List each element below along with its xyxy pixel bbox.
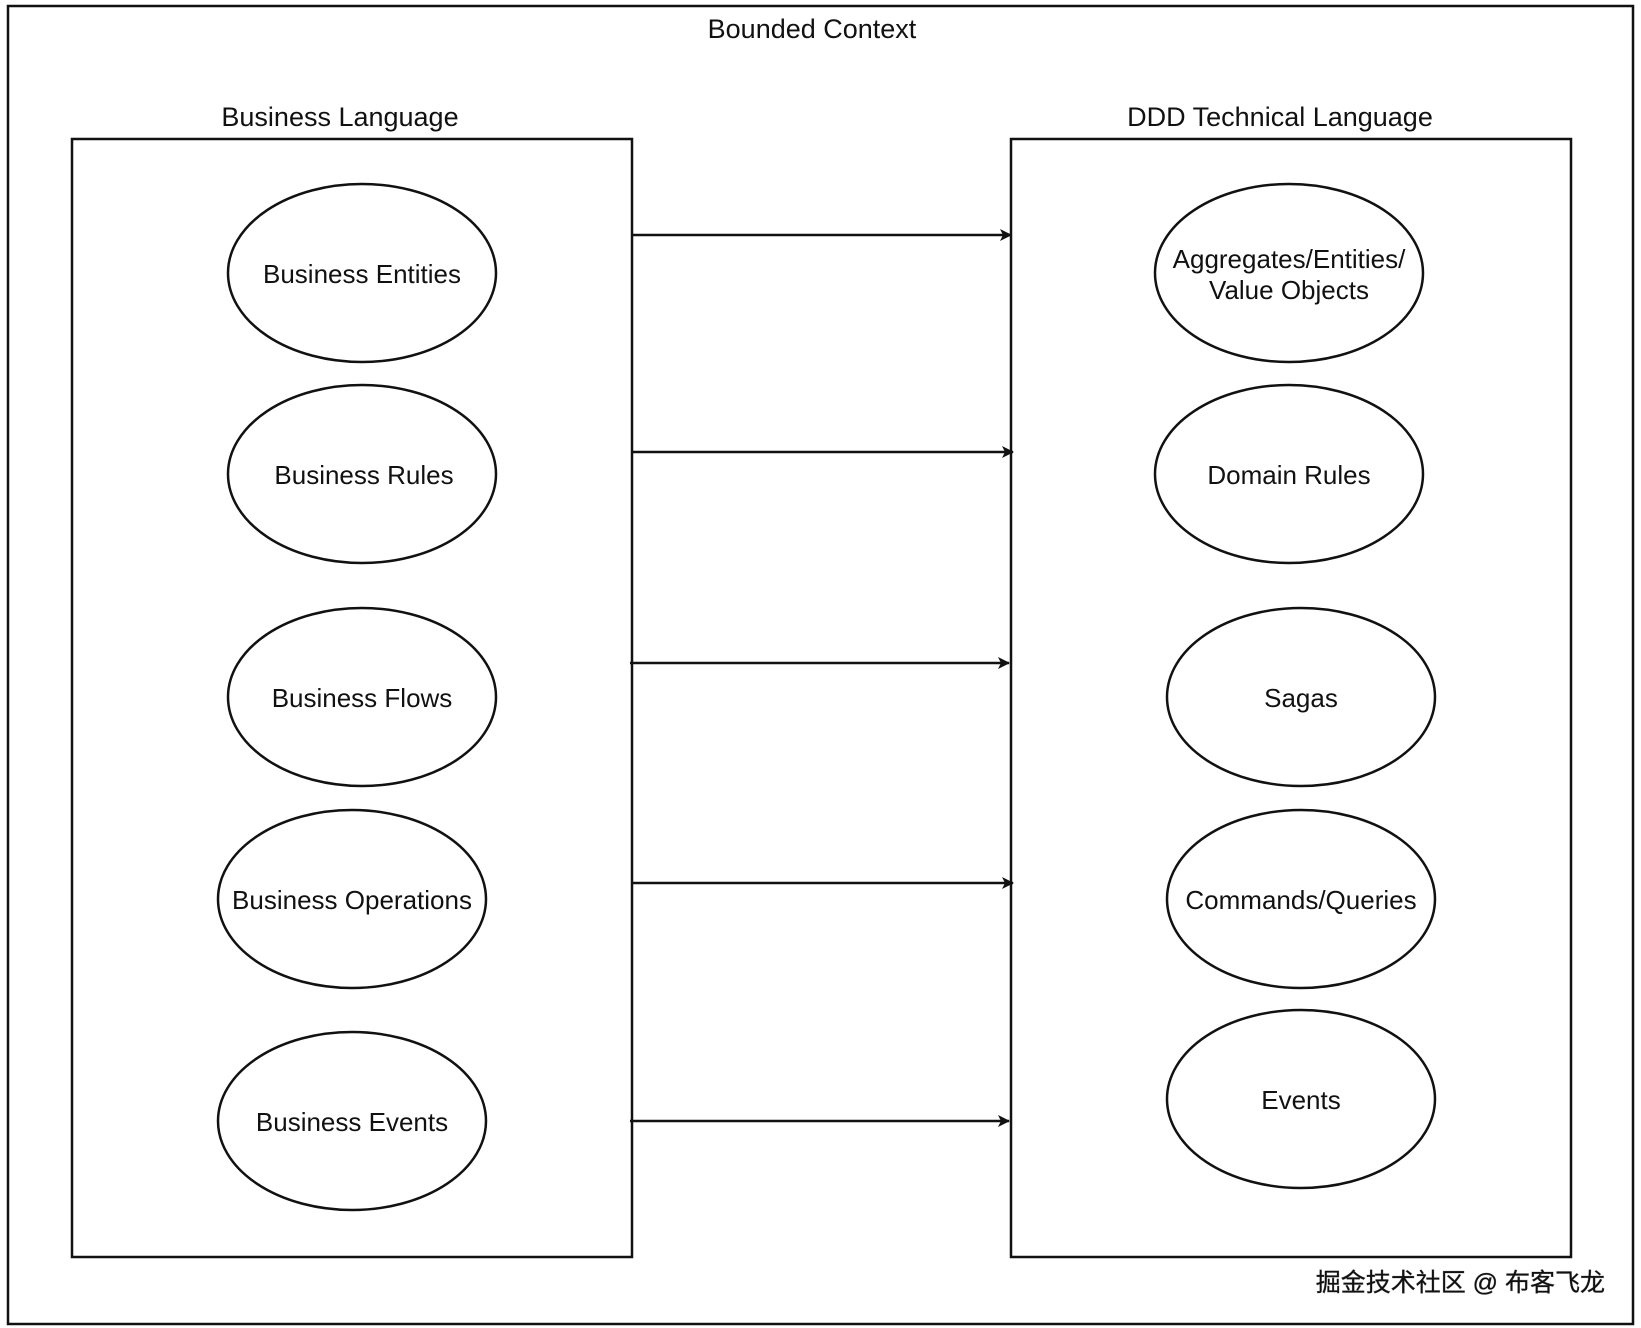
events-ellipse [1165, 1008, 1437, 1190]
sagas-label: Sagas [1264, 683, 1338, 713]
aggregates-entities-label: Aggregates/Entities/ [1173, 244, 1406, 274]
business-entities-label: Business Entities [263, 259, 461, 289]
business-entities-node: Business Entities [226, 182, 498, 364]
sagas-node: Sagas [1165, 606, 1437, 788]
business-language-title: Business Language [221, 102, 458, 132]
domain-rules-node: Domain Rules [1153, 383, 1425, 565]
bounded-context-title: Bounded Context [708, 14, 917, 44]
commands-queries-node: Commands/Queries [1165, 808, 1437, 990]
business-language-panel [70, 137, 634, 1259]
bounded-context-frame [6, 4, 1635, 1326]
business-events-node: Business Events [216, 1030, 488, 1212]
aggregates-entities-value-objects-node: Aggregates/Entities/ Value Objects [1153, 182, 1425, 364]
business-rules-ellipse [226, 383, 498, 565]
business-operations-ellipse [216, 808, 488, 990]
domain-rules-label: Domain Rules [1207, 460, 1370, 490]
business-flows-label: Business Flows [272, 683, 453, 713]
ddd-technical-language-title: DDD Technical Language [1127, 102, 1433, 132]
sagas-ellipse [1165, 606, 1437, 788]
domain-rules-ellipse [1153, 383, 1425, 565]
events-node: Events [1165, 1008, 1437, 1190]
commands-queries-ellipse [1165, 808, 1437, 990]
aggregates-entities-value-objects-ellipse [1153, 182, 1425, 364]
value-objects-label: Value Objects [1209, 275, 1369, 305]
business-operations-node: Business Operations [216, 808, 488, 990]
events-label: Events [1261, 1085, 1341, 1115]
watermark-text: 掘金技术社区 @ 布客飞龙 [1316, 1269, 1605, 1297]
business-operations-label: Business Operations [232, 885, 472, 915]
business-entities-ellipse [226, 182, 498, 364]
business-rules-node: Business Rules [226, 383, 498, 565]
business-events-ellipse [216, 1030, 488, 1212]
commands-queries-label: Commands/Queries [1185, 885, 1416, 915]
ddd-technical-language-panel [1009, 137, 1573, 1259]
business-flows-ellipse [226, 606, 498, 788]
business-events-label: Business Events [256, 1107, 448, 1137]
business-rules-label: Business Rules [274, 460, 453, 490]
business-flows-node: Business Flows [226, 606, 498, 788]
